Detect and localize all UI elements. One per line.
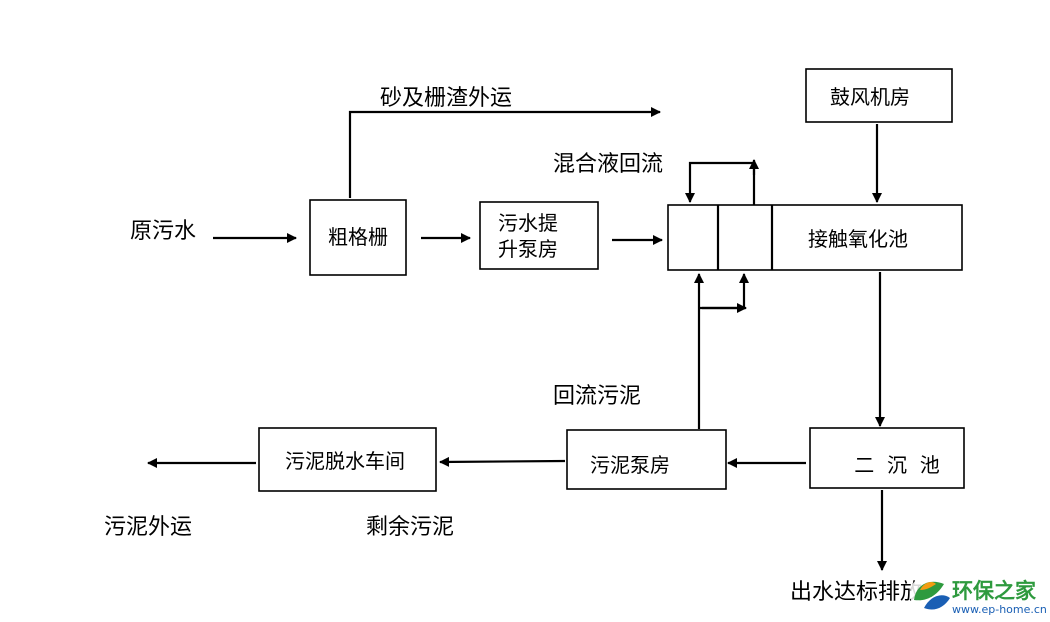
excess-sludge-label: 剩余污泥: [366, 515, 454, 540]
lift-pump-box: [479, 201, 599, 270]
sludge-dewatering-label: 污泥脱水车间: [285, 449, 405, 473]
blower-room-label: 鼓风机房: [830, 85, 910, 109]
coarse-screen-box: [309, 199, 407, 276]
sludge-transport-label: 污泥外运: [104, 515, 192, 540]
return-sludge-branch: [699, 273, 749, 310]
watermark-url: www.ep-home.cn: [952, 603, 1047, 616]
blower-room-box: [805, 68, 953, 123]
sludge-dewatering-box: [258, 427, 437, 492]
watermark-logo: 环保之家 www.ep-home.cn: [910, 574, 1047, 616]
secondary-clarifier-label: 二 沉 池: [854, 453, 939, 477]
screenings-out-arrow: [348, 107, 661, 198]
sludge-pump-label: 污泥泵房: [590, 453, 670, 477]
return-sludge-label: 回流污泥: [553, 384, 641, 409]
grit-screenings-label: 砂及栅渣外运: [380, 86, 512, 111]
lift-pump-label-line2: 升泵房: [498, 237, 558, 261]
lift-pump-label-line1: 污水提: [498, 211, 558, 235]
watermark-name: 环保之家: [952, 579, 1037, 603]
contact-oxidation-label: 接触氧化池: [808, 227, 908, 251]
secondary-clarifier-box: [809, 427, 965, 489]
mixed-liquor-return-label: 混合液回流: [553, 152, 663, 177]
raw-sewage-label: 原污水: [130, 219, 196, 244]
coarse-screen-label: 粗格栅: [328, 225, 388, 249]
pump-to-dewatering-arrow: [439, 456, 566, 467]
mixed-liquor-return-loop: [685, 161, 756, 205]
leaf-logo-icon: [910, 574, 950, 614]
effluent-label: 出水达标排放: [790, 580, 922, 605]
sludge-pump-box: [566, 429, 727, 490]
